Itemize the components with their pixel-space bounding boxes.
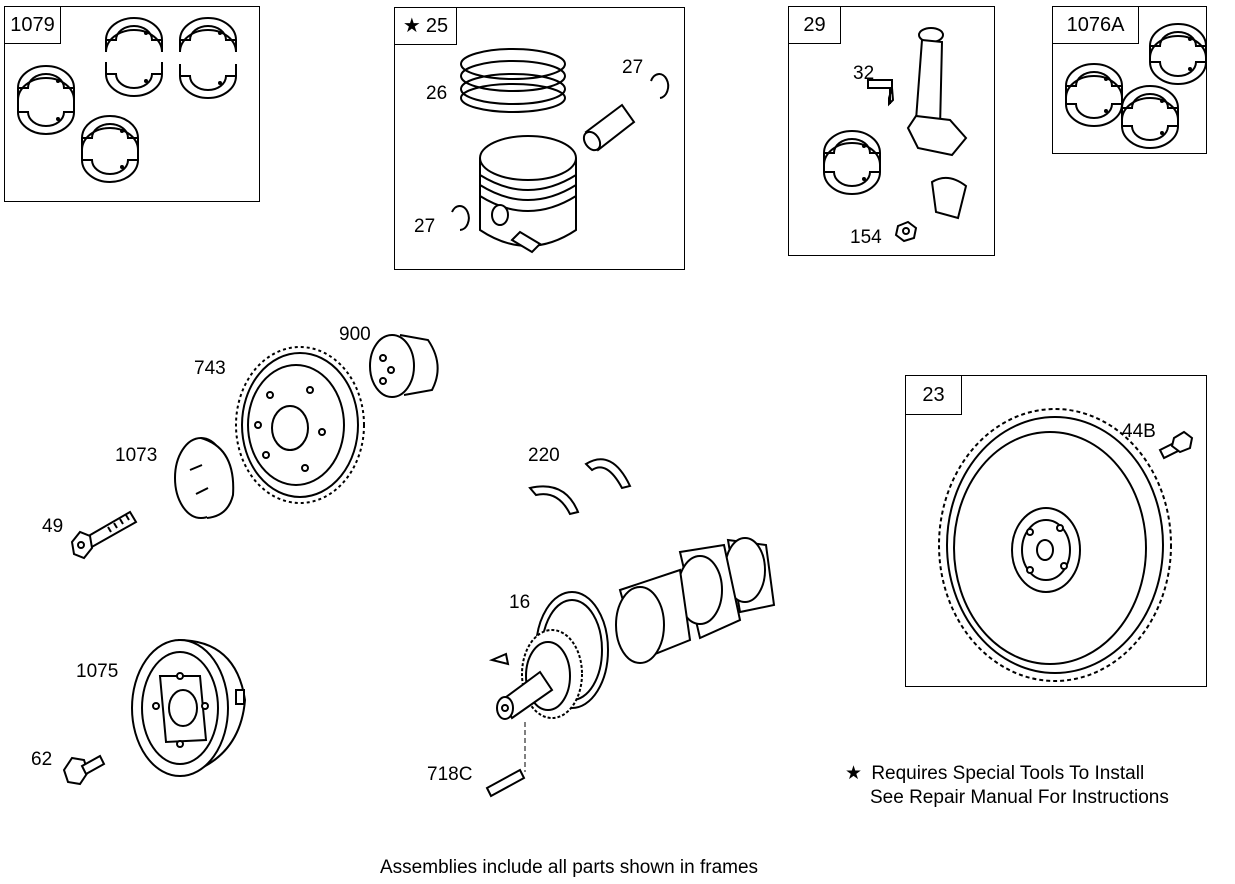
frame-tag-label: 1079 [10,14,55,36]
callout-718C: 718C [427,764,473,785]
plate-art [174,437,235,519]
callout-62: 62 [31,749,53,770]
star-icon: ★ [845,763,863,784]
thrust-washer-art [528,458,632,516]
rod-bearing-shells [1065,23,1207,149]
frame-tag-label: 25 [425,15,449,37]
callout-27-upper: 27 [622,57,644,78]
special-tools-note: ★ Requires Special Tools To Install See … [845,762,1169,810]
connecting-rod-art [867,27,968,220]
frame-tag-1079: 1079 [5,7,61,44]
frame-tag-label: 23 [922,384,945,406]
main-bearing-shells [17,17,237,183]
callout-220: 220 [528,445,560,466]
screw-49-art [70,510,138,560]
rod-bearing-art [823,130,881,195]
piston-art [479,135,577,254]
frame-tag-label: 1076A [1066,14,1125,36]
callout-743: 743 [194,358,226,379]
callout-16: 16 [509,592,531,613]
piston-pin-art [582,103,636,152]
footer-note: Assemblies include all parts shown in fr… [380,857,759,878]
flywheel-art [938,408,1172,682]
callout-32: 32 [853,63,875,84]
frame-tag-label: 29 [803,14,826,36]
cam-gear-art [235,346,365,504]
frame-tag-29: 29 [789,7,841,44]
balance-weight-art [369,334,439,398]
pin-art [485,722,526,798]
rod-nut-art [894,220,918,243]
callout-27-lower: 27 [414,216,436,237]
screw-62-art [62,754,106,786]
piston-retainer-art [451,73,670,231]
callout-26: 26 [426,83,448,104]
flywheel-screw-art [1158,430,1194,460]
callout-1075: 1075 [76,661,119,682]
callout-1073: 1073 [115,445,158,466]
callout-49: 49 [42,516,64,537]
special-tools-line2: See Repair Manual For Instructions [870,787,1169,808]
pulley-art [131,639,247,777]
callout-154: 154 [850,227,882,248]
frame-tag-1076A: 1076A [1053,7,1139,44]
frame-tag-23: 23 [906,376,962,415]
callout-900: 900 [339,324,371,345]
crankshaft-art [488,537,776,720]
star-icon: ★ [402,15,421,37]
special-tools-line1: Requires Special Tools To Install [871,763,1145,784]
frame-tag-25: ★ 25 [395,8,457,45]
callout-44B: 44B [1122,421,1156,442]
piston-ring-set-art [460,48,566,113]
